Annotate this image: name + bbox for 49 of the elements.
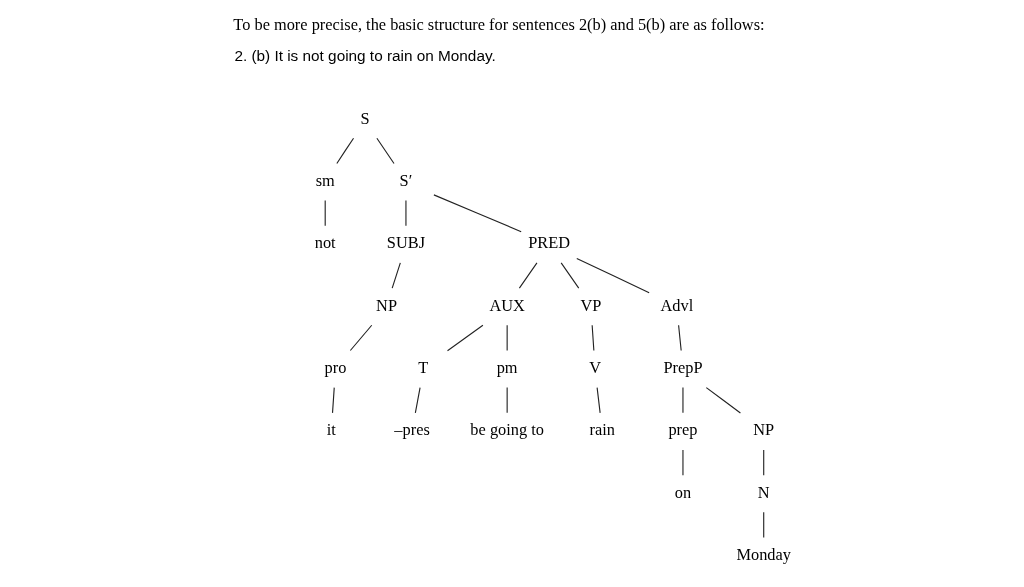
node-text: AUX <box>489 295 525 315</box>
node-text: Monday <box>736 545 791 565</box>
node-text: sm <box>315 170 335 190</box>
connector <box>763 449 765 476</box>
connector <box>349 324 373 352</box>
node-text: –pres <box>394 420 430 440</box>
node-text: pro <box>324 358 347 378</box>
node-text: NP <box>376 295 397 315</box>
node-text: S′ <box>399 170 413 190</box>
connector <box>682 449 684 476</box>
connector <box>331 387 335 414</box>
connector <box>576 258 650 294</box>
diagram-title: To be more precise, the basic structure for sentences 2(b) and 5(b) are as follows: <box>233 14 765 34</box>
connector <box>324 200 326 227</box>
connector <box>391 262 401 289</box>
node-text: on <box>674 482 692 502</box>
node-text: SUBJ <box>386 233 426 253</box>
node-text: prep <box>668 420 698 440</box>
connector <box>446 324 484 352</box>
node-text: rain <box>589 420 615 440</box>
connector <box>414 387 421 414</box>
node-text: it <box>326 420 336 440</box>
connector <box>560 262 580 289</box>
node-text: PRED <box>528 233 570 253</box>
connector <box>682 387 684 414</box>
connector <box>678 324 682 352</box>
node-text: PrepP <box>663 358 703 378</box>
connector <box>596 387 601 414</box>
node-text: not <box>314 233 336 253</box>
node-text: Advl <box>660 295 694 315</box>
connector <box>506 324 508 352</box>
node-text: N <box>757 482 770 502</box>
connector <box>591 324 595 352</box>
connector <box>506 387 508 414</box>
connector <box>405 200 407 227</box>
connector <box>518 262 538 289</box>
node-text: S <box>360 108 370 128</box>
connector <box>705 387 741 414</box>
node-text: VP <box>580 295 602 315</box>
node-text: NP <box>753 420 775 440</box>
node-text: be going to <box>470 420 544 440</box>
connector <box>336 137 355 164</box>
node-text: V <box>589 358 601 378</box>
label: 2. (b) It is not going to rain on Monday. <box>234 46 496 64</box>
node-text: pm <box>496 358 518 378</box>
connector <box>763 511 765 539</box>
connector <box>433 194 522 233</box>
node-text: T <box>418 358 429 378</box>
connector <box>376 137 395 164</box>
